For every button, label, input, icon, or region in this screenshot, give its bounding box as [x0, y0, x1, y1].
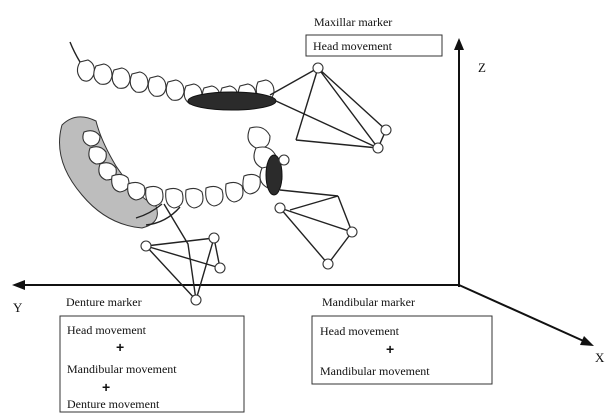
y-axis-arrowhead	[12, 280, 25, 290]
denture-box-plus: +	[102, 379, 110, 395]
maxillar-marker-node	[279, 155, 289, 165]
z-axis-label: Z	[478, 60, 486, 75]
mandibular-box-line: Head movement	[320, 324, 400, 338]
mandibular-marker-node	[275, 203, 285, 213]
maxillar-marker-base	[188, 92, 276, 110]
mandibular-marker-frame	[275, 190, 357, 269]
mandibular-box-line: Mandibular movement	[320, 364, 430, 378]
denture-marker-node	[141, 241, 151, 251]
maxillar-marker-title: Maxillar marker	[314, 15, 392, 29]
denture-marker-node	[209, 233, 219, 243]
maxillar-marker-node	[373, 143, 383, 153]
denture-box-line: Denture movement	[67, 397, 160, 411]
z-axis-arrowhead	[454, 38, 464, 50]
denture-marker-callout: Denture marker Head movement + Mandibula…	[60, 295, 244, 412]
mandibular-box-plus: +	[386, 341, 394, 357]
mandibular-marker-callout: Mandibular marker Head movement + Mandib…	[312, 295, 492, 384]
denture-marker-title: Denture marker	[66, 295, 142, 309]
upper-dental-arch	[70, 42, 276, 110]
denture-marker-node	[215, 263, 225, 273]
denture-box-line: Head movement	[67, 323, 147, 337]
maxillar-marker-node	[381, 125, 391, 135]
maxillar-marker-node	[313, 63, 323, 73]
denture-box-line: Mandibular movement	[67, 362, 177, 376]
denture-marker-node	[191, 295, 201, 305]
denture-box-plus: +	[116, 339, 124, 355]
maxillar-box-line: Head movement	[313, 39, 393, 53]
maxillar-marker-callout: Maxillar marker Head movement	[306, 15, 442, 56]
x-axis-label: X	[595, 350, 605, 365]
maxillar-marker-frame	[270, 63, 391, 165]
mandibular-marker-title: Mandibular marker	[322, 295, 415, 309]
mandibular-marker-node	[323, 259, 333, 269]
x-axis-arrowhead	[580, 336, 594, 346]
y-axis-label: Y	[13, 300, 23, 315]
mandibular-marker-node	[347, 227, 357, 237]
lower-dental-arch	[60, 117, 283, 228]
